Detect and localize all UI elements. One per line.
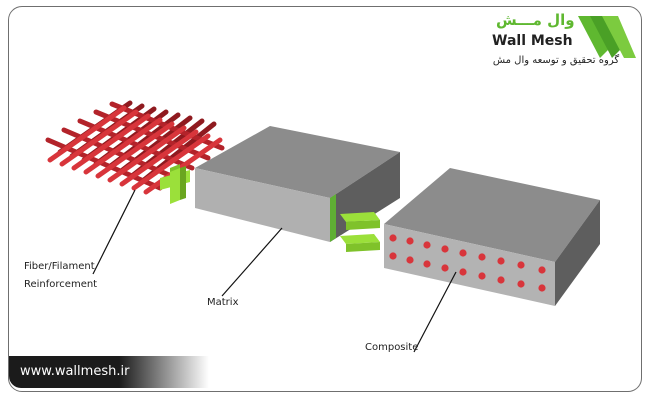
- fiber-bundle: [45, 100, 225, 195]
- brand-name-en: Wall Mesh: [492, 33, 573, 49]
- fiber-label-line2: Reinforcement: [24, 279, 98, 290]
- composite-fiber-dots: [389, 234, 546, 292]
- plus-sign: [160, 164, 190, 204]
- brand-subtitle: گروه تحقیق و توسعه وال مش: [492, 55, 620, 66]
- composite-block: [384, 168, 600, 306]
- wallmesh-w-logo: [578, 16, 636, 58]
- leader-lines: [92, 189, 457, 353]
- matrix-label: Matrix: [207, 297, 239, 308]
- fiber-label-line1: Fiber/Filament: [24, 261, 95, 272]
- footer-bar: [9, 356, 209, 388]
- equals-sign: [340, 212, 380, 252]
- composite-label: Composite: [365, 342, 419, 353]
- brand-name-fa: وال مـــش: [496, 11, 575, 29]
- footer-url[interactable]: www.wallmesh.ir: [20, 364, 130, 379]
